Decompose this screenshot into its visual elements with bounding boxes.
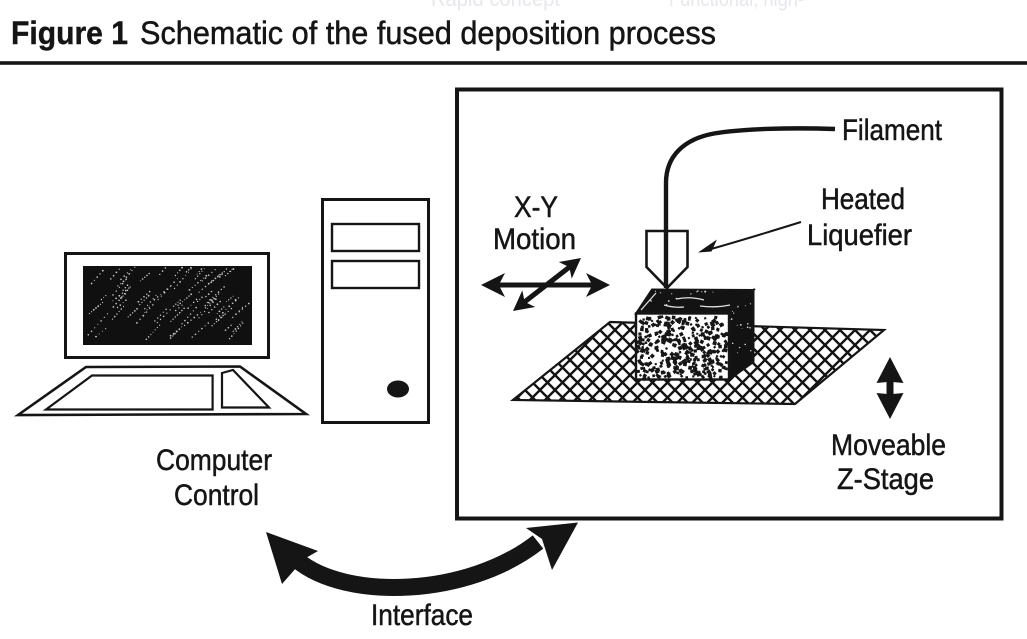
svg-text:Interface: Interface <box>371 599 473 632</box>
svg-text:X-Y: X-Y <box>514 191 558 224</box>
svg-text:Rapid concept: Rapid concept <box>431 0 560 11</box>
svg-text:Heated: Heated <box>821 183 905 216</box>
svg-text:Control: Control <box>174 479 259 512</box>
svg-text:Z-Stage: Z-Stage <box>837 463 934 496</box>
svg-text:Schematic of the fused deposit: Schematic of the fused deposition proces… <box>140 15 716 51</box>
svg-text:Moveable: Moveable <box>831 429 946 462</box>
svg-text:Liquefier: Liquefier <box>807 219 912 252</box>
svg-text:Motion: Motion <box>493 223 576 256</box>
svg-text:Filament: Filament <box>842 114 943 147</box>
svg-text:Functional, high-: Functional, high- <box>669 0 804 11</box>
svg-text:Figure 1: Figure 1 <box>11 15 128 51</box>
svg-text:Computer: Computer <box>156 444 272 477</box>
